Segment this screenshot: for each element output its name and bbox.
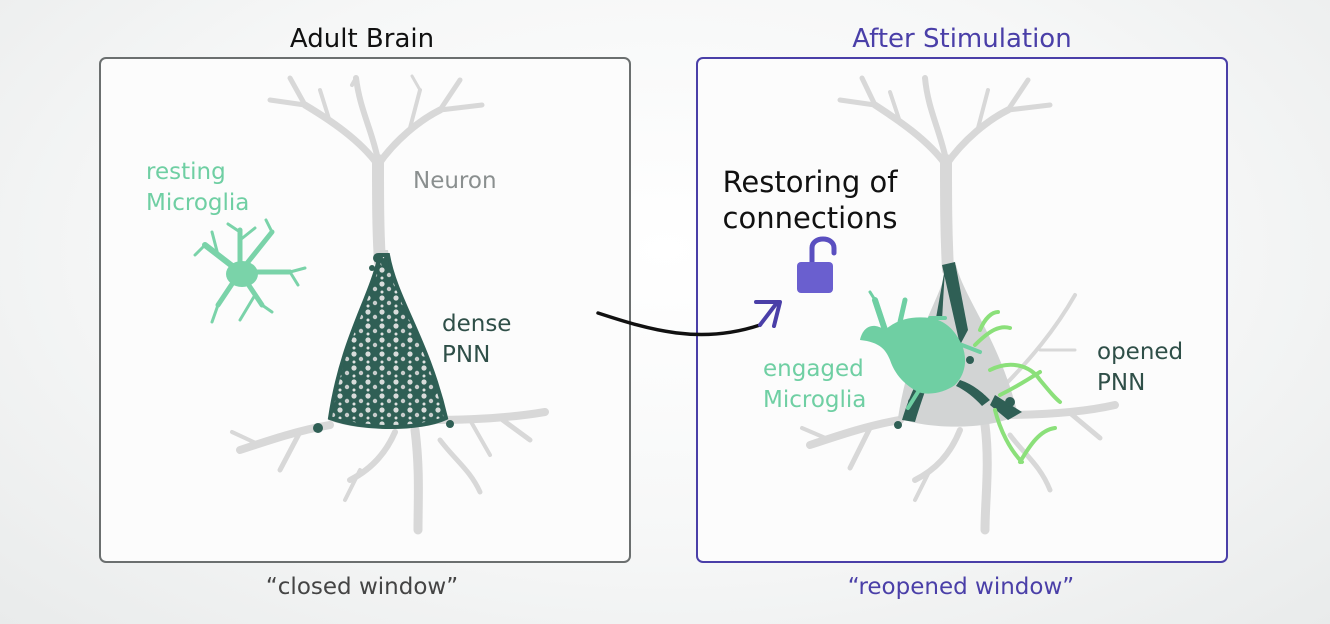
- right-panel-title: After Stimulation: [852, 24, 1072, 54]
- label-restoring-connections: Restoring of connections: [722, 165, 898, 235]
- right-panel-caption: “reopened window”: [847, 574, 1075, 600]
- label-resting-microglia: resting Microglia: [146, 159, 250, 216]
- new-connections: [973, 310, 1062, 464]
- left-panel-caption: “closed window”: [265, 574, 459, 600]
- left-panel-title: Adult Brain: [289, 24, 435, 54]
- pnn-dense-left: [313, 253, 454, 433]
- transition-arrow: [596, 311, 762, 337]
- unlock-icon: [797, 236, 837, 293]
- label-dense-pnn: dense PNN: [442, 311, 512, 368]
- pnn-opened-right: [894, 262, 1022, 429]
- label-opened-pnn: opened PNN: [1097, 339, 1184, 396]
- label-engaged-microglia: engaged Microglia: [763, 356, 867, 413]
- neuron-left: [230, 74, 549, 535]
- microglia-resting-body: [226, 261, 258, 287]
- label-neuron: Neuron: [413, 168, 497, 194]
- microglia-engaged: [860, 290, 982, 410]
